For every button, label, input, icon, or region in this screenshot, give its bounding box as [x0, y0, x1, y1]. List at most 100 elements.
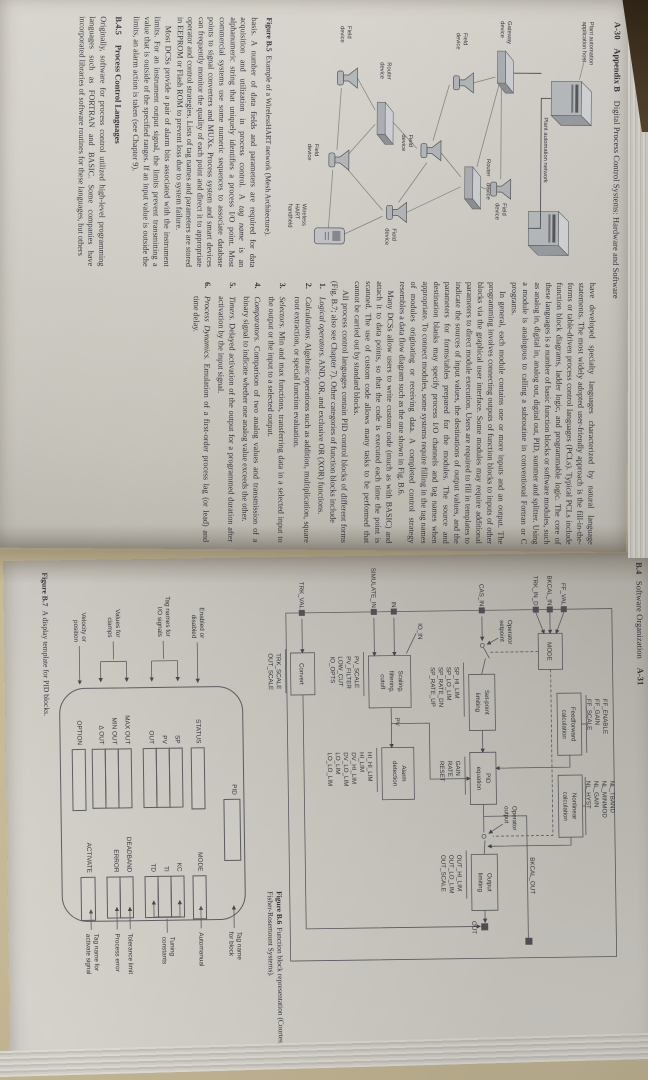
list-item: 4.Comparators. Comparison of two analog … — [240, 282, 263, 543]
pid-equation-block — [469, 751, 497, 805]
field-label: device — [455, 33, 461, 50]
param: LO_LO_LIM — [326, 752, 333, 786]
field-label: device — [493, 203, 499, 220]
block-label: calculation — [561, 792, 568, 822]
param: NL_HYST — [584, 781, 591, 809]
page-number: A-31 — [635, 667, 645, 686]
page-edges-right — [628, 0, 648, 558]
out-label: OUT — [470, 921, 477, 934]
handheld-label: handheld — [286, 204, 292, 228]
field-label: MIN OUT — [110, 717, 118, 745]
alarm-detection-block — [381, 746, 415, 801]
field-label: OPTION — [75, 720, 83, 746]
block-label: cutoff — [379, 674, 386, 689]
mesh-links — [328, 76, 502, 235]
field-label: STATUS — [194, 719, 202, 744]
paragraph: Many DCSs allow users to write custom co… — [352, 281, 396, 544]
param: FF_GAIN — [593, 699, 600, 725]
note: Automanual — [197, 932, 204, 966]
block-label: calculation — [560, 710, 567, 740]
field-label: Field — [407, 134, 413, 147]
param: SP_LO_LIM — [445, 667, 452, 701]
handheld-label: HART — [293, 204, 299, 220]
deadband-error-boxes — [106, 876, 135, 919]
convert-block — [289, 652, 316, 696]
field-label: device — [400, 134, 406, 151]
param: RESET — [438, 761, 445, 782]
param: DV_LO_LIM — [342, 752, 349, 786]
list-item: 5.Timers. Delayed activation of the outp… — [216, 282, 238, 543]
io-squares — [298, 606, 567, 945]
block-label: filtering, — [388, 671, 395, 693]
field-label: KC — [175, 862, 183, 872]
bkcal-out-square — [525, 937, 533, 945]
list-item: 3.Selectors. Min and max functions, tran… — [266, 282, 288, 543]
block-label: equation — [475, 767, 482, 791]
paragraph: Originally, software for process control… — [76, 16, 108, 267]
block-label: Convert — [298, 663, 305, 685]
operator-setpoint-label: setpoint — [498, 620, 505, 642]
block-label: PID — [484, 773, 491, 784]
note: activate signal — [84, 934, 92, 975]
param: SP_RATE_DN — [437, 667, 445, 707]
input-label: BKCAL_IN — [545, 575, 552, 605]
b6-outer-border — [285, 608, 618, 962]
field-label: Field — [500, 203, 506, 216]
field-device-icons — [328, 67, 512, 224]
field-label: PV — [160, 735, 168, 744]
router-label: Router — [385, 62, 391, 80]
note: Tag name — [235, 932, 242, 961]
figure-b6-caption: Figure B.6Function block representation … — [265, 891, 286, 1047]
page-a30: A-30 Appendix B Digital Process Control … — [0, 0, 631, 552]
note: Tag name for — [92, 934, 100, 972]
param: DV_HI_LIM — [350, 752, 357, 784]
clamp-boxes — [91, 748, 133, 809]
status-box — [190, 747, 206, 810]
io-tag-boxes — [142, 747, 184, 809]
field-label: Field — [346, 26, 352, 39]
param: PV_SCALE — [352, 656, 359, 688]
section-heading-b45: B.4.5Process Control Languages — [112, 16, 124, 144]
operator-output-label: Operator — [511, 806, 518, 831]
operator-setpoint-label: Operator — [506, 620, 513, 645]
note: Values for — [114, 609, 121, 638]
host-label: application host — [581, 22, 587, 63]
wireless-hart-handheld-icon — [313, 227, 345, 245]
network-label: Plant automation network — [542, 117, 548, 183]
field-label: Δ OUT — [97, 725, 105, 745]
mode-box — [192, 875, 208, 920]
note: clamps — [106, 617, 113, 637]
note: for block — [227, 932, 234, 957]
paragraph: Most DCSs provide a pair of alarm bits a… — [131, 16, 173, 267]
figure-b6-function-block-diagram: FF_VAL BKCAL_IN TRK_IN_D CAS_IN IN SIMUL… — [266, 568, 618, 962]
block-label: detection — [391, 761, 398, 787]
field-label: DEADBAND — [124, 836, 133, 873]
param: NL_TBAND — [608, 781, 615, 814]
field-label: ERROR — [112, 849, 120, 873]
host-label: Plant automation — [588, 22, 594, 66]
field-label: Field — [462, 33, 468, 46]
host-computer-icon — [550, 80, 592, 127]
field-label: ACTIVATE — [85, 842, 93, 873]
block-label: limiting — [474, 693, 481, 713]
field-label: Field — [313, 144, 319, 157]
running-title: Digital Process Control Systems: Hardwar… — [610, 100, 622, 299]
param: HI_HI_LIM — [366, 752, 373, 782]
param: LO_LIM — [334, 752, 341, 774]
input-label: TRK_VAL — [297, 582, 304, 610]
gateway-device-icon — [496, 50, 514, 95]
param: PV_FILTER — [344, 656, 351, 689]
paragraph: All process control languages contain PI… — [328, 280, 350, 544]
field-label: MODE — [196, 852, 204, 872]
block-label: Feedforward — [569, 707, 576, 742]
page-number: A-30 — [612, 21, 622, 40]
mode-label: MODE — [545, 642, 552, 661]
param: TRK_SCALE — [274, 653, 282, 689]
paragraph: In general, each module contains one or … — [396, 281, 508, 545]
field-label: MAX OUT — [123, 715, 131, 745]
input-label: CAS_IN — [477, 584, 484, 606]
router-device-icon — [463, 166, 482, 210]
note: Velocity or — [80, 612, 87, 642]
note: Enabled or — [198, 607, 205, 639]
param: OUT_HI_LIM — [455, 855, 463, 892]
